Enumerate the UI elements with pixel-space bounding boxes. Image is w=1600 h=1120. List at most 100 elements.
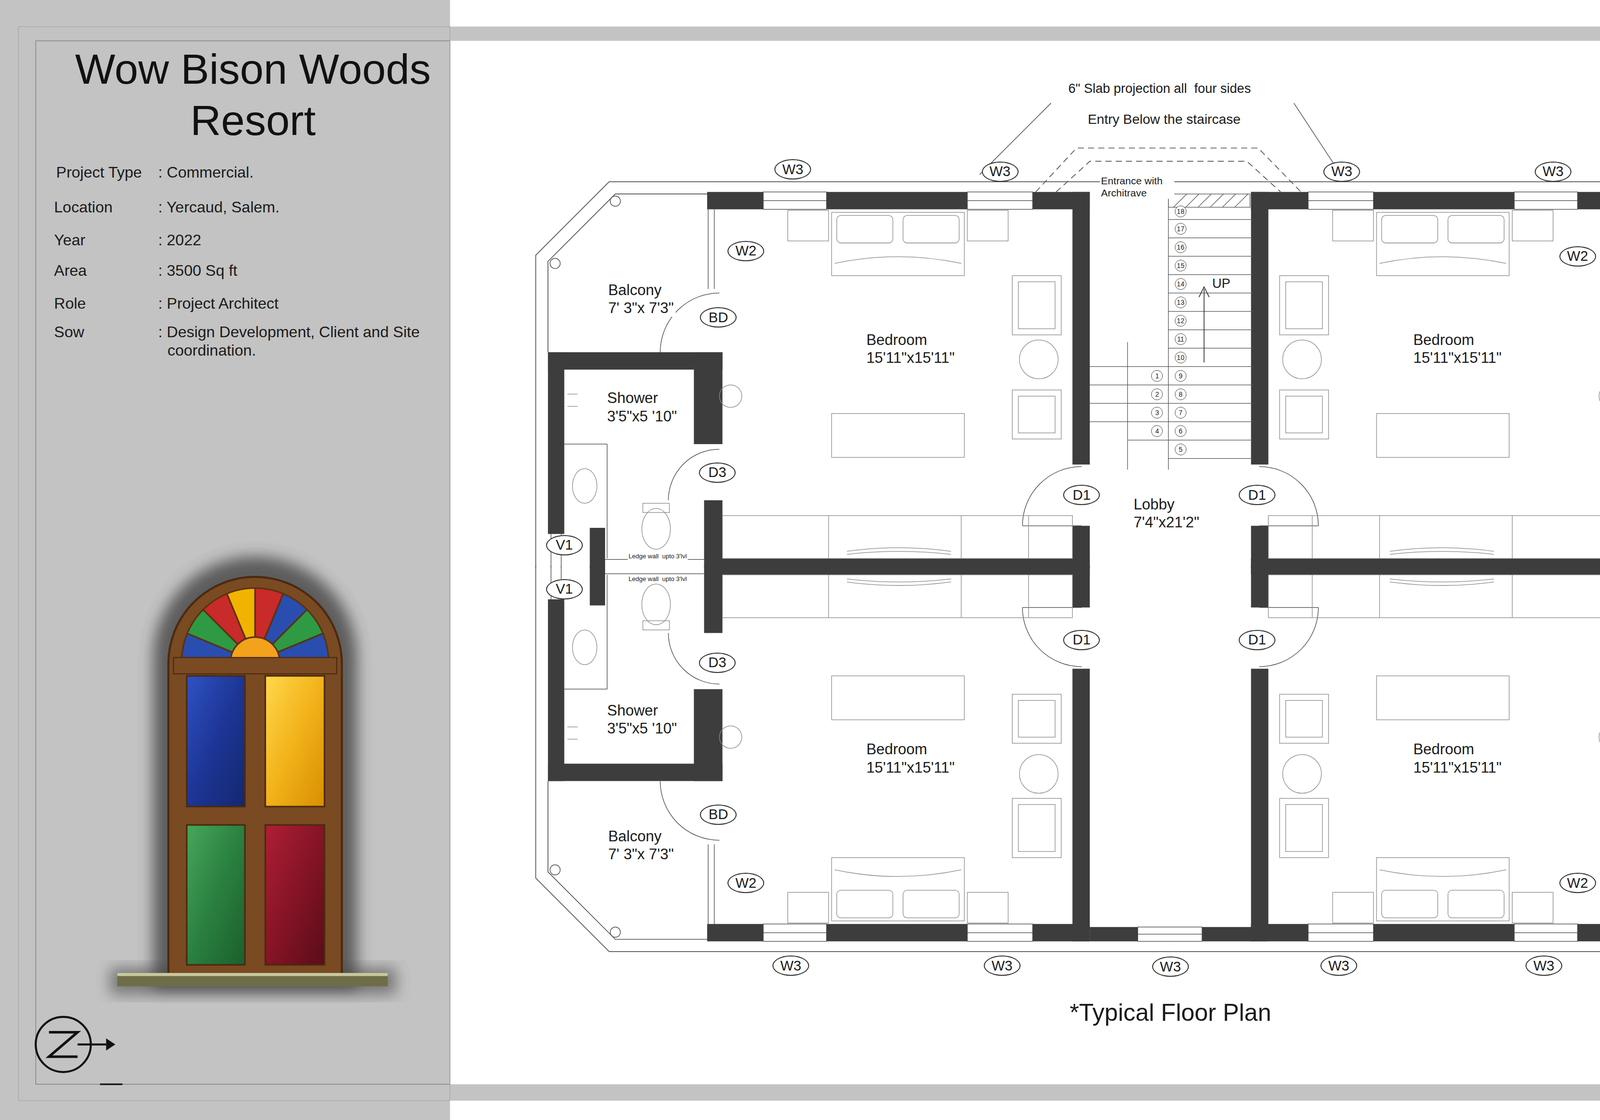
label-box: : 2022 — [157, 230, 203, 250]
room-name: Shower — [607, 701, 677, 720]
tag-code: W2 — [735, 242, 757, 259]
sheet-background — [449, 26, 1600, 42]
staircase — [1168, 421, 1254, 422]
north-arrow — [77, 1043, 106, 1046]
project-info-text: : Design Development, Client and Site co… — [158, 322, 459, 360]
room-label-block: Shower3'5"x5 '10" — [605, 388, 679, 425]
lobby-wall — [1089, 926, 1254, 942]
plan-note: Entry Below the staircase — [1087, 111, 1241, 128]
tag-bubble: D1 — [1063, 629, 1100, 651]
plan-quadrant — [535, 565, 1171, 952]
room-dimension: 15'11"x15'11" — [866, 348, 955, 367]
room-name: Bedroom — [1413, 740, 1502, 758]
room-dimension: 15'11"x15'11" — [866, 758, 955, 777]
step-number-circle: 1 — [1151, 370, 1163, 382]
room-label-block: Bedroom15'11"x15'11" — [864, 330, 957, 367]
plan-note: Ledge wall upto 3'lvl — [628, 575, 687, 583]
staircase — [1168, 193, 1169, 470]
tag-code: D1 — [1072, 487, 1091, 504]
step-number-circle: 13 — [1174, 296, 1187, 309]
room-dimension: 15'11"x15'11" — [1413, 348, 1502, 367]
step-number: 6 — [1178, 427, 1183, 435]
caption-box: *Typical Floor Plan — [1069, 997, 1272, 1027]
step-number: 4 — [1155, 427, 1159, 435]
step-number: 8 — [1178, 390, 1183, 398]
staircase — [1168, 366, 1254, 367]
project-info-text: Location — [54, 197, 113, 217]
room-label-block: Bedroom15'11"x15'11" — [1411, 330, 1504, 367]
step-number: 15 — [1176, 262, 1185, 269]
tag-bubble: W3 — [1320, 955, 1358, 976]
tag-code: V1 — [555, 536, 573, 553]
room-name: Bedroom — [1413, 330, 1502, 349]
tag-bubble: W3 — [1152, 956, 1189, 977]
stained-glass-door — [110, 556, 397, 994]
tag-code: D3 — [708, 464, 727, 481]
stained-glass-door — [173, 657, 338, 674]
tag-code: W2 — [735, 874, 757, 891]
step-number-circle: 7 — [1174, 406, 1187, 419]
step-number-circle: 4 — [1151, 425, 1163, 437]
window — [1137, 926, 1202, 942]
stained-glass-door — [186, 675, 325, 965]
tag-bubble: D3 — [698, 462, 736, 483]
step-number: 5 — [1178, 445, 1183, 453]
step-number-circle: 5 — [1174, 443, 1187, 456]
step-number: 7 — [1178, 409, 1183, 416]
room-label-block: Bedroom15'11"x15'11" — [864, 740, 957, 776]
step-number-circle: 9 — [1174, 370, 1187, 382]
stained-glass-door — [117, 972, 388, 986]
north-arrow — [100, 1083, 123, 1085]
plan-note: UP — [1212, 275, 1231, 292]
tag-bubble: W3 — [981, 161, 1019, 182]
stained-glass-door — [186, 824, 245, 965]
north-arrow — [105, 1037, 116, 1051]
tag-code: W3 — [991, 957, 1013, 974]
staircase — [1173, 193, 1248, 208]
tag-code: W3 — [782, 161, 804, 178]
staircase — [1089, 384, 1169, 386]
label-box: Entrance with Architrave — [1099, 174, 1175, 199]
plan-note: 6" Slab projection all four sides — [1068, 80, 1251, 97]
room-label-block: Balcony7' 3"x 7'3" — [606, 827, 676, 863]
room-dimension: 7' 3"x 7'3" — [607, 298, 674, 317]
stained-glass-door — [152, 556, 357, 989]
tag-bubble: W3 — [774, 159, 812, 180]
label-box: Location — [53, 197, 114, 217]
stained-glass-door — [265, 824, 325, 965]
room-label-block: Bedroom15'11"x15'11" — [1411, 740, 1504, 776]
room-label-block: Balcony7' 3"x 7'3" — [606, 281, 676, 317]
tag-bubble: V1 — [546, 578, 583, 600]
plan-note: Entrance with Architrave — [1100, 174, 1174, 199]
staircase — [1168, 274, 1254, 275]
tag-code: W3 — [1533, 957, 1555, 974]
tag-bubble: W3 — [1534, 161, 1572, 182]
window — [1137, 933, 1202, 934]
room-label-block: Lobby7'4"x21'2" — [1131, 495, 1202, 532]
staircase — [1089, 402, 1169, 404]
label-box: Area — [53, 261, 89, 280]
staircase — [1168, 458, 1254, 459]
tag-code: D1 — [1248, 631, 1267, 648]
project-info-text: Sow — [54, 322, 85, 341]
sheet-background — [18, 26, 450, 1101]
stained-glass-door — [168, 576, 342, 975]
tag-code: W3 — [1328, 957, 1350, 974]
lobby-wall — [1201, 926, 1253, 942]
room-dimension: 3'5"x5 '10" — [607, 719, 677, 738]
staircase — [1203, 288, 1205, 363]
staircase — [1168, 439, 1254, 441]
tag-bubble: W2 — [727, 240, 765, 262]
room-dimension: 3'5"x5 '10" — [607, 407, 677, 426]
room-name: Bedroom — [866, 740, 955, 758]
sheet-title: Wow Bison Woods Resort — [35, 43, 471, 147]
sheet-background — [0, 0, 450, 1120]
step-number: 13 — [1176, 298, 1185, 306]
lobby-wall — [1089, 926, 1138, 942]
tag-code: W3 — [1159, 958, 1182, 975]
staircase — [1127, 439, 1169, 441]
label-box: Entry Below the staircase — [1086, 111, 1242, 128]
tag-bubble: V1 — [546, 534, 583, 556]
room-dimension: 7' 3"x 7'3" — [607, 844, 674, 863]
tag-code: W3 — [989, 163, 1011, 180]
